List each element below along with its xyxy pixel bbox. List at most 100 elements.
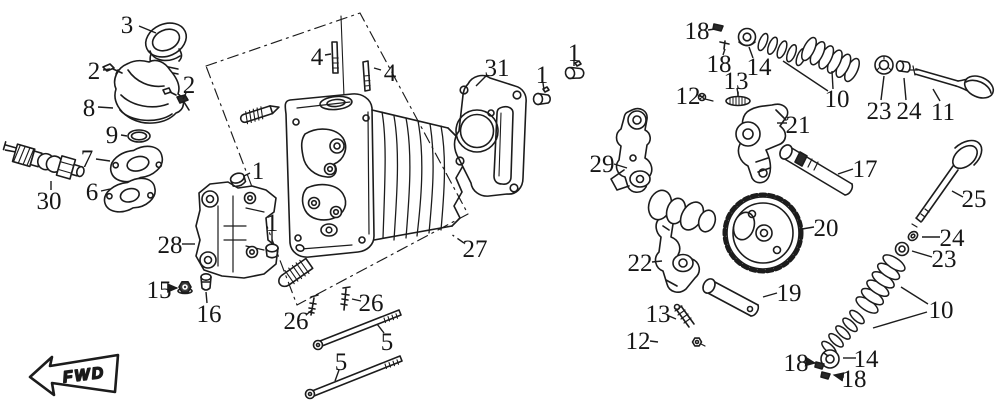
intake-valve-11 — [909, 65, 995, 99]
callout-19-40: 19 — [762, 280, 802, 307]
rocker-arm-21 — [735, 103, 789, 184]
callout-label-14: 14 — [747, 54, 773, 81]
callout-2-2: 2 — [182, 72, 195, 100]
callout-label-5: 5 — [381, 329, 394, 356]
callout-leader — [932, 88, 941, 102]
stud-4-b — [362, 60, 371, 92]
callout-3-0: 3 — [121, 12, 157, 39]
callout-label-19: 19 — [777, 280, 802, 307]
callout-leader — [837, 168, 854, 175]
callout-10-41: 10 — [872, 286, 954, 329]
callout-leader — [376, 323, 385, 334]
screw-26-a — [308, 294, 319, 316]
valve-cotter-18-d — [820, 371, 831, 380]
callout-label-30: 30 — [37, 188, 62, 215]
spring-retainer-14-b — [820, 349, 840, 369]
callout-label-12: 12 — [626, 328, 651, 355]
rocker-shaft-17 — [779, 144, 854, 196]
callout-label-17: 17 — [853, 156, 878, 183]
callout-24-30: 24 — [897, 77, 923, 125]
callout-leader — [707, 28, 716, 31]
callout-5-17: 5 — [376, 323, 394, 356]
callout-label-3: 3 — [121, 12, 134, 39]
valve-spring-10-1 — [757, 32, 807, 67]
callout-leader — [782, 60, 829, 92]
callout-11-31: 11 — [931, 88, 955, 126]
callout-13-42: 13 — [646, 301, 677, 328]
callout-label-2: 2 — [88, 58, 101, 85]
callout-label-25: 25 — [962, 186, 987, 213]
callout-label-26: 26 — [359, 290, 384, 317]
callout-14-45: 14 — [843, 346, 879, 373]
callout-label-6: 6 — [86, 179, 99, 206]
callout-23-38: 23 — [911, 246, 957, 273]
stem-seal-23-a — [874, 55, 894, 75]
callout-26-15: 26 — [284, 308, 313, 335]
callout-leader — [832, 372, 845, 382]
callout-label-21: 21 — [786, 112, 811, 139]
callout-16-10: 16 — [197, 291, 222, 328]
stud-5-b — [304, 355, 403, 400]
callout-label-27: 27 — [463, 236, 488, 263]
callout-21-32: 21 — [777, 112, 811, 139]
callout-label-12: 12 — [676, 83, 701, 110]
callout-leader — [324, 53, 332, 56]
callout-31-20: 31 — [475, 55, 510, 87]
callout-label-18: 18 — [784, 350, 809, 377]
valve-spring-10-2 — [800, 36, 861, 83]
valve-cotter-18-b — [719, 40, 730, 50]
callout-leader — [95, 158, 111, 162]
callout-17-34: 17 — [837, 156, 878, 183]
callout-8-3: 8 — [83, 95, 114, 122]
callout-leader — [475, 74, 488, 87]
callout-18-46: 18 — [832, 366, 867, 393]
callout-label-31: 31 — [485, 55, 510, 82]
callout-leader — [334, 369, 340, 382]
callout-18-23: 18 — [685, 18, 716, 45]
camshaft-20 — [647, 189, 804, 274]
callout-leader — [911, 250, 933, 258]
callout-28-8: 28 — [158, 232, 195, 259]
stem-seal-23-b — [894, 241, 910, 257]
callout-leader — [748, 46, 754, 59]
callout-12-27: 12 — [676, 83, 705, 110]
valve-cotter-18-c — [814, 361, 825, 370]
callout-6-6: 6 — [86, 179, 111, 206]
callout-leader — [722, 48, 726, 56]
tappet-adjuster-13-b — [673, 303, 695, 328]
callout-leader — [205, 291, 208, 304]
callout-24-37: 24 — [922, 225, 965, 252]
callout-label-24: 24 — [897, 98, 923, 125]
valve-spring-10-3 — [855, 254, 906, 314]
callout-label-1: 1 — [266, 210, 279, 237]
callout-leader — [182, 92, 187, 100]
fwd-label: FWD — [62, 364, 106, 386]
callout-leader — [880, 75, 885, 101]
callout-29-33: 29 — [590, 151, 628, 178]
cylinder-head-27 — [239, 15, 465, 288]
callout-leader — [138, 25, 157, 34]
dowel-pin-1-d — [564, 60, 585, 80]
tappet-adjuster-13-a — [725, 91, 751, 107]
callout-leader — [872, 311, 928, 329]
intake-manifold-8 — [113, 59, 185, 124]
callout-leader — [651, 260, 663, 263]
callout-label-23: 23 — [867, 98, 892, 125]
callout-23-29: 23 — [867, 75, 892, 125]
callout-13-26: 13 — [724, 68, 749, 95]
callout-leader — [450, 233, 465, 244]
callout-leader — [801, 226, 815, 230]
callout-10-28: 10 — [782, 60, 850, 113]
callout-label-8: 8 — [83, 95, 96, 122]
callout-leader — [762, 292, 778, 298]
callout-label-18: 18 — [685, 18, 710, 45]
callout-leader — [831, 70, 834, 90]
callout-label-28: 28 — [158, 232, 183, 259]
callout-15-9: 15 — [147, 277, 179, 304]
callout-leader — [903, 77, 907, 101]
callout-1-22: 1 — [568, 40, 581, 67]
callout-label-10: 10 — [825, 86, 850, 113]
callout-label-13: 13 — [724, 68, 749, 95]
